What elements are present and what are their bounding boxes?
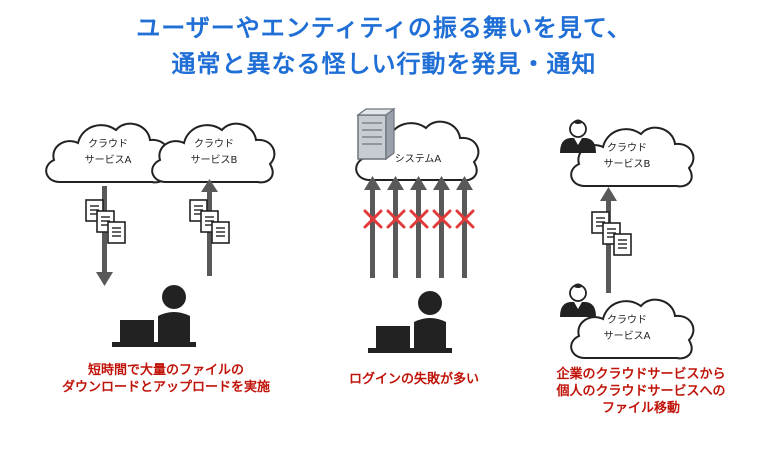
cloud-label: クラウド	[607, 142, 647, 154]
scenario-3-cloud-a: クラウド サービスA	[570, 298, 695, 360]
user-at-laptop-icon	[368, 291, 452, 353]
caption-line: ダウンロードとアップロードを実施	[61, 380, 270, 395]
business-user-icon	[559, 282, 597, 318]
cloud-label: クラウド	[88, 138, 128, 150]
caption-line: 個人のクラウドサービスへの	[556, 384, 726, 399]
user-at-laptop-icon	[112, 285, 196, 347]
cloud-label: クラウド	[194, 138, 234, 150]
cloud-label: サービスA	[85, 154, 132, 166]
failure-cross-icons	[363, 209, 475, 229]
caption-line: ファイル移動	[601, 401, 680, 416]
scenario-1-cloud-b: クラウド サービスB	[151, 122, 276, 184]
scenario-1-cloud-a: クラウド サービスA	[45, 122, 170, 184]
title-line-2: 通常と異なる怪しい行動を発見・通知	[171, 50, 597, 78]
upload-arrow-icon	[201, 179, 218, 276]
scenario-3-cloud-b: クラウド サービスB	[570, 126, 695, 188]
private-user-icon	[559, 118, 597, 154]
cloud-label: サービスA	[604, 330, 651, 342]
scenario-2-cloud-system: システムA	[355, 120, 480, 182]
cloud-label: クラウド	[607, 314, 647, 326]
cloud-label: サービスB	[191, 154, 238, 166]
cloud-label: システムA	[395, 153, 442, 165]
scenario-3-caption: 企業のクラウドサービスから 個人のクラウドサービスへの ファイル移動	[516, 366, 766, 417]
scenario-2-caption: ログインの失敗が多い	[324, 371, 504, 388]
title-line-1: ユーザーやエンティティの振る舞いを見て、	[136, 14, 632, 42]
file-move-arrow-icon	[600, 187, 617, 293]
login-attempt-arrows	[364, 176, 473, 278]
caption-line: 企業のクラウドサービスから	[556, 367, 726, 382]
server-icon	[356, 107, 396, 161]
scenario-1-caption: 短時間で大量のファイルの ダウンロードとアップロードを実施	[26, 362, 306, 396]
cloud-label: サービスB	[604, 158, 651, 170]
documents-icon	[591, 211, 632, 256]
caption-line: 短時間で大量のファイルの	[87, 363, 244, 378]
caption-line: ログインの失敗が多い	[348, 372, 479, 387]
